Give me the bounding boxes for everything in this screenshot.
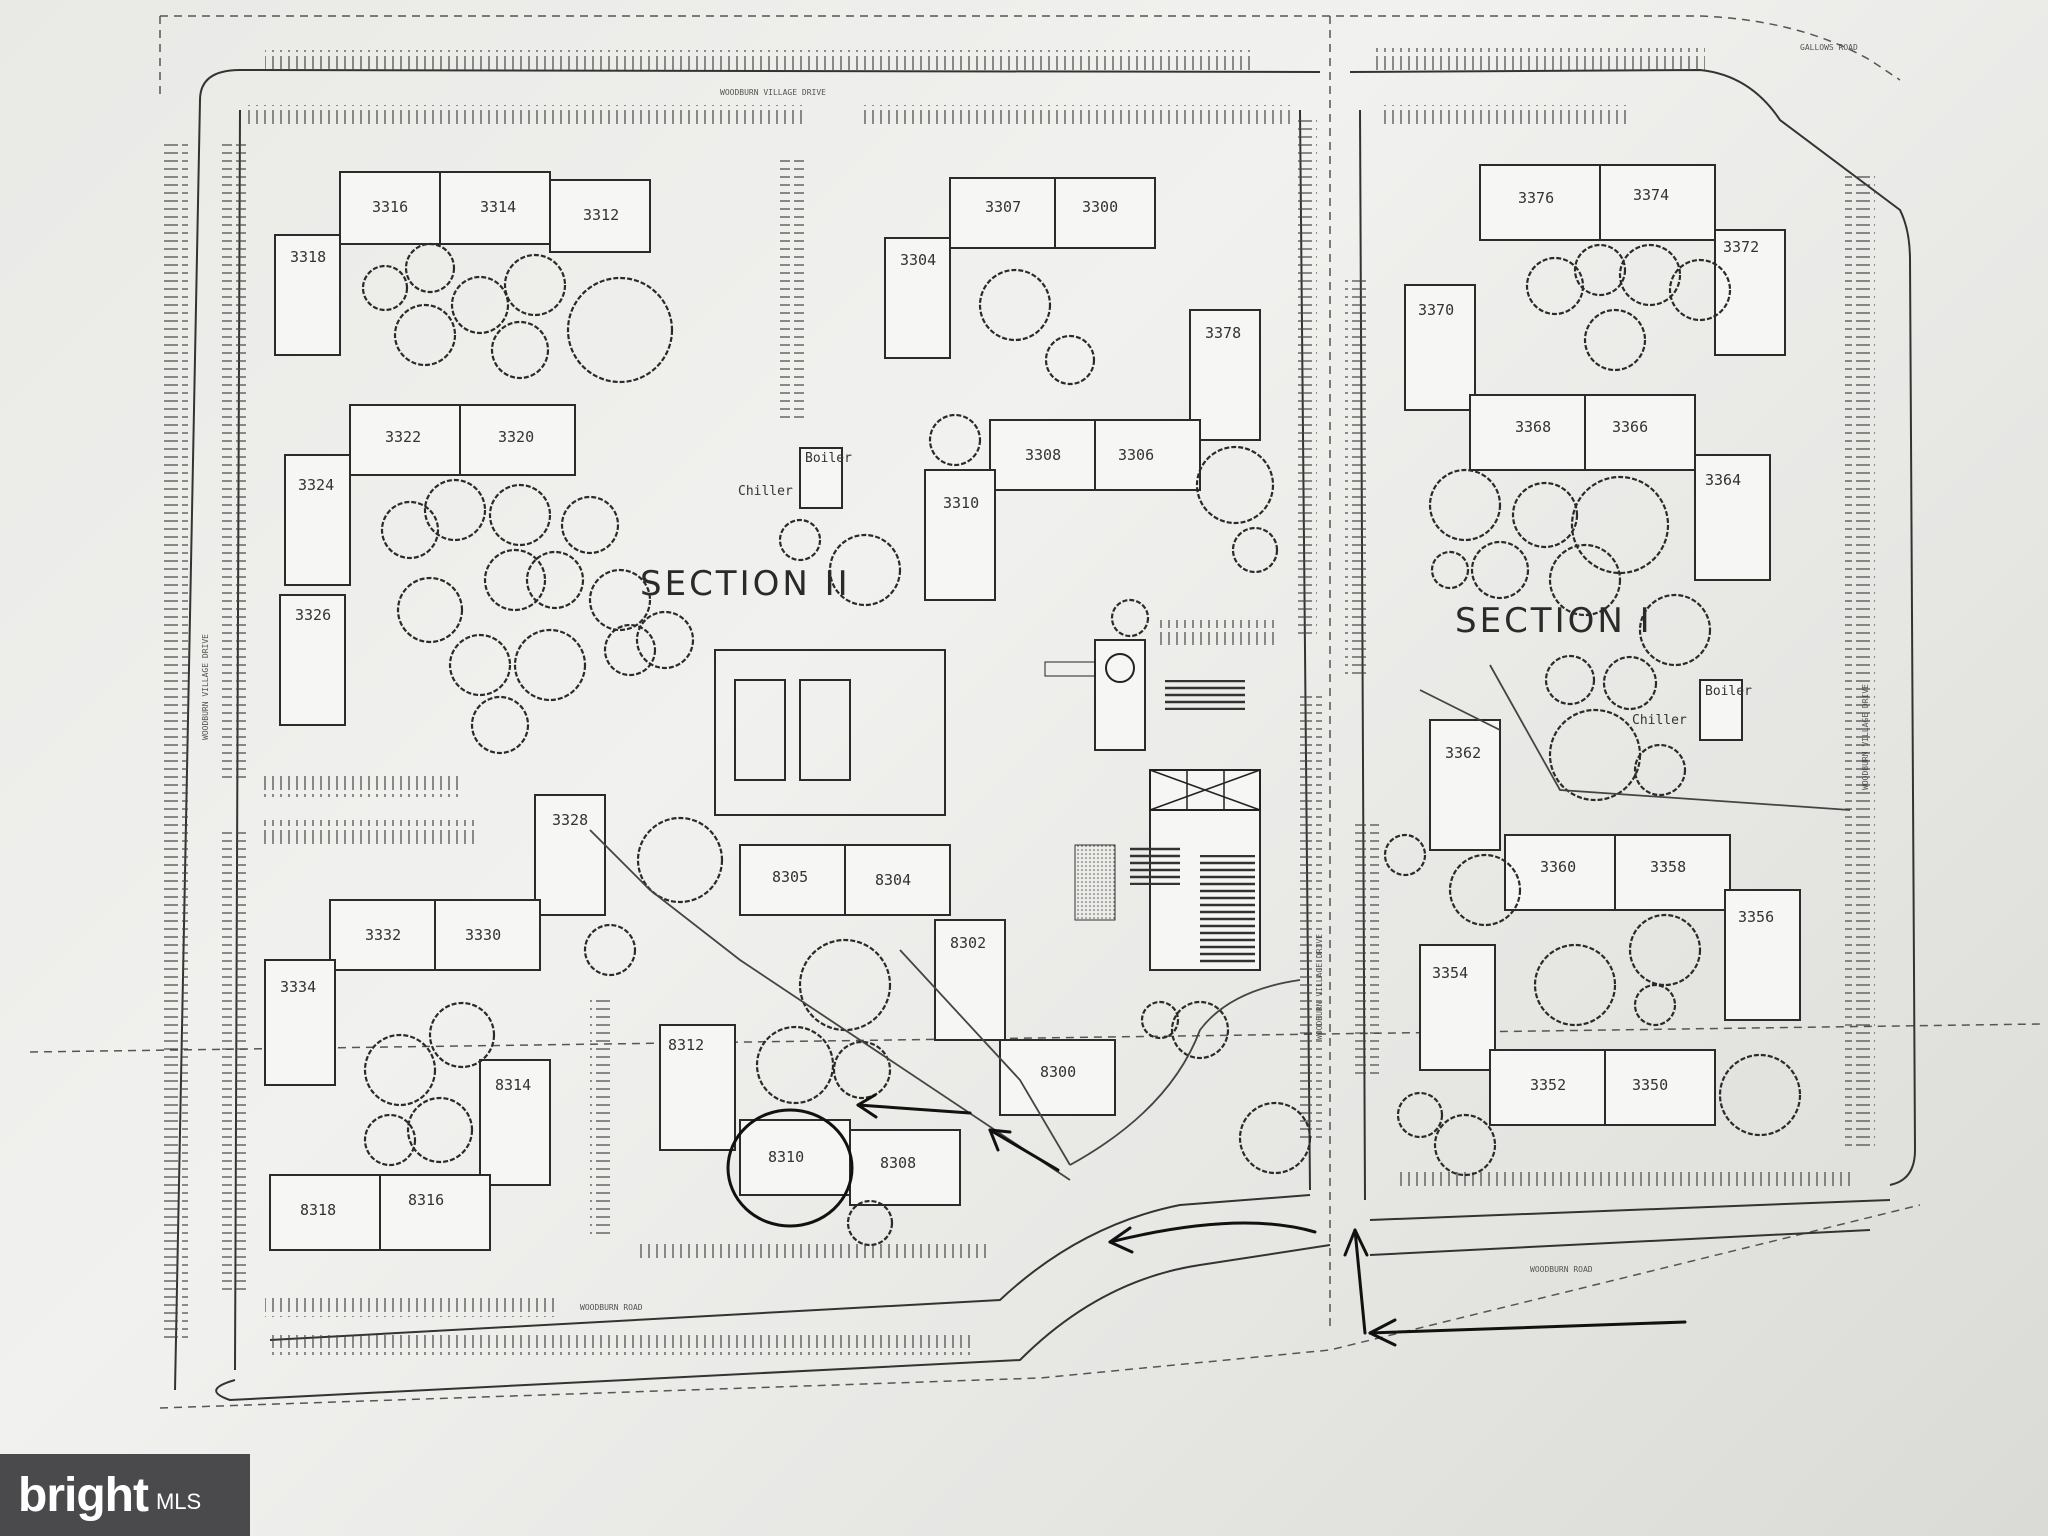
- building-8314: 8314: [495, 1076, 531, 1094]
- chiller-label-2: Chiller: [1632, 713, 1687, 728]
- building-3356: 3356: [1738, 908, 1774, 926]
- building-3372: 3372: [1723, 238, 1759, 256]
- road-labels: WOODBURN VILLAGE DRIVE WOODBURN VILLAGE …: [201, 43, 1870, 1312]
- trees: [361, 242, 1802, 1247]
- building-3370: 3370: [1418, 301, 1454, 319]
- road-label-bottom-right: WOODBURN ROAD: [1530, 1265, 1593, 1274]
- building-3307: 3307: [985, 198, 1021, 216]
- road-label-left: WOODBURN VILLAGE DRIVE: [201, 634, 210, 740]
- road-label-top-right: GALLOWS ROAD: [1800, 43, 1858, 52]
- building-8302: 8302: [950, 934, 986, 952]
- building-3378: 3378: [1205, 324, 1241, 342]
- building-3320: 3320: [498, 428, 534, 446]
- building-3358: 3358: [1650, 858, 1686, 876]
- boiler-label-2: Boiler: [1705, 684, 1752, 699]
- property-boundary: [29, 15, 2041, 1409]
- road-label-top: WOODBURN VILLAGE DRIVE: [720, 88, 826, 97]
- boiler-label-1: Boiler: [805, 451, 852, 466]
- building-3376: 3376: [1518, 189, 1554, 207]
- building-3374: 3374: [1633, 186, 1669, 204]
- building-3316a: 3316: [372, 198, 408, 216]
- building-3310: 3310: [943, 494, 979, 512]
- road-label-bottom-left: WOODBURN ROAD: [580, 1303, 643, 1312]
- bright-mls-watermark: bright MLS: [0, 1454, 250, 1536]
- building-8300: 8300: [1040, 1063, 1076, 1081]
- building-3322: 3322: [385, 428, 421, 446]
- building-8304: 8304: [875, 871, 911, 889]
- building-3314a: 3314: [480, 198, 516, 216]
- building-3330: 3330: [465, 926, 501, 944]
- building-3312a: 3312: [583, 206, 619, 224]
- building-3368: 3368: [1515, 418, 1551, 436]
- building-3306: 3306: [1118, 446, 1154, 464]
- building-labels: 3316 3314 3312 3318 3307 3300 3304 3378 …: [280, 186, 1774, 1219]
- watermark-brand: bright: [18, 1468, 149, 1522]
- walkways: [589, 664, 1851, 1181]
- building-3350: 3350: [1632, 1076, 1668, 1094]
- buildings-outline: [264, 164, 1801, 1251]
- road-label-right: WOODBURN VILLAGE DRIVE: [1861, 684, 1870, 790]
- building-3332: 3332: [365, 926, 401, 944]
- building-3318a: 3318: [290, 248, 326, 266]
- building-3300: 3300: [1082, 198, 1118, 216]
- building-8312: 8312: [668, 1036, 704, 1054]
- building-3326: 3326: [295, 606, 331, 624]
- hand-markings: [726, 1093, 1687, 1347]
- chiller-label-1: Chiller: [738, 484, 793, 499]
- building-3352: 3352: [1530, 1076, 1566, 1094]
- building-3364: 3364: [1705, 471, 1741, 489]
- road-label-center: WOODBURN VILLAGE DRIVE: [1315, 934, 1324, 1040]
- section-1-label: SECTION I: [1455, 601, 1653, 641]
- building-3366: 3366: [1612, 418, 1648, 436]
- building-8318: 8318: [300, 1201, 336, 1219]
- clubhouse-detail: [1044, 653, 1261, 965]
- building-3354: 3354: [1432, 964, 1468, 982]
- building-3362: 3362: [1445, 744, 1481, 762]
- watermark-suffix: MLS: [155, 1489, 202, 1514]
- utility-labels: Boiler Chiller Boiler Chiller: [738, 451, 1752, 728]
- building-3324: 3324: [298, 476, 334, 494]
- building-3334: 3334: [280, 978, 316, 996]
- building-3308: 3308: [1025, 446, 1061, 464]
- building-3328: 3328: [552, 811, 588, 829]
- building-3304: 3304: [900, 251, 936, 269]
- parking-stalls: [160, 48, 1875, 1355]
- building-8305: 8305: [772, 868, 808, 886]
- building-3360: 3360: [1540, 858, 1576, 876]
- building-8310: 8310: [768, 1148, 804, 1166]
- section-2-label: SECTION II: [640, 564, 851, 604]
- building-8316: 8316: [408, 1191, 444, 1209]
- building-8308: 8308: [880, 1154, 916, 1172]
